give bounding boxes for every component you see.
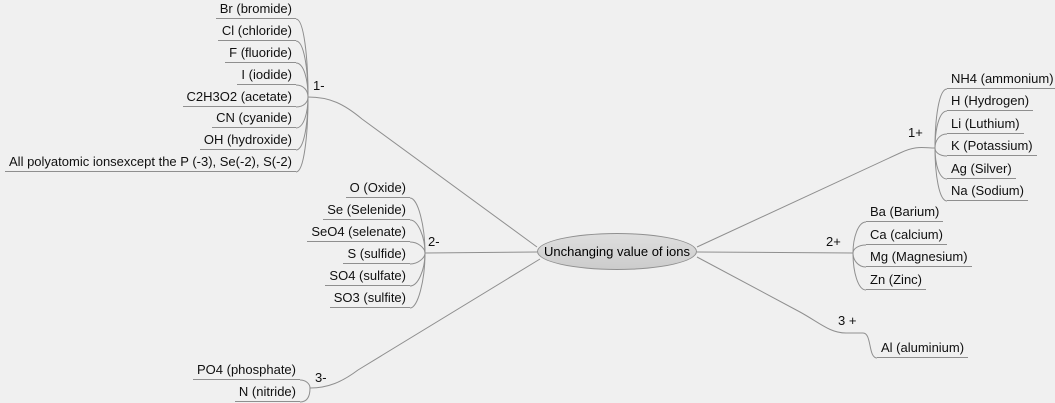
node-leaf[interactable]: O (Oxide) xyxy=(345,179,410,198)
node-leaf[interactable]: I (iodide) xyxy=(237,66,296,85)
node-leaf[interactable]: NH4 (ammonium) xyxy=(947,70,1055,89)
bracket-3-minus xyxy=(299,379,311,403)
node-leaf[interactable]: S (sulfide) xyxy=(343,245,410,264)
node-leaf[interactable]: CN (cyanide) xyxy=(212,109,296,128)
branch-label-3-minus[interactable]: 3- xyxy=(315,370,327,385)
node-leaf[interactable]: N (nitride) xyxy=(234,383,300,402)
root-branch-edges xyxy=(307,96,936,389)
edge-root-to-3-plus xyxy=(696,256,863,334)
node-leaf[interactable]: Cl (chloride) xyxy=(217,22,296,41)
edge-root-to-1-minus xyxy=(307,96,538,248)
node-leaf[interactable]: Mg (Magnesium) xyxy=(866,248,972,267)
bracket-2-plus xyxy=(852,221,867,291)
node-leaf[interactable]: Se (Selenide) xyxy=(323,201,410,220)
node-leaf[interactable]: K (Potassium) xyxy=(947,137,1037,156)
node-leaf[interactable]: All polyatomic ionsexcept the P (-3), Se… xyxy=(5,153,296,172)
bracket-2-minus xyxy=(409,197,426,309)
node-leaf[interactable]: Li (Luthium) xyxy=(947,115,1024,134)
node-leaf[interactable]: SO4 (sulfate) xyxy=(325,267,410,286)
node-leaf[interactable]: SeO4 (selenate) xyxy=(307,223,410,242)
node-leaf[interactable]: Ba (Barium) xyxy=(866,203,944,222)
bracket-1-plus xyxy=(934,88,948,202)
node-leaf[interactable]: Na (Sodium) xyxy=(947,182,1028,201)
edge-root-to-2-plus xyxy=(696,251,854,254)
node-leaf[interactable]: Al (aluminium) xyxy=(877,339,969,358)
node-leaf[interactable]: Ag (Silver) xyxy=(947,160,1016,179)
root-node[interactable]: Unchanging value of ions xyxy=(537,233,697,270)
node-leaf[interactable]: Br (bromide) xyxy=(215,0,296,19)
node-leaf[interactable]: F (fluoride) xyxy=(225,44,296,63)
branch-label-2-minus[interactable]: 2- xyxy=(428,234,440,249)
node-leaf[interactable]: C2H3O2 (acetate) xyxy=(182,88,296,107)
branch-label-3-plus[interactable]: 3 + xyxy=(838,313,857,328)
node-leaf[interactable]: Ca (calcium) xyxy=(866,226,947,245)
branch-label-1-minus[interactable]: 1- xyxy=(313,78,325,93)
edge-root-to-1-plus xyxy=(696,146,936,248)
node-leaf[interactable]: Zn (Zinc) xyxy=(866,271,926,290)
node-leaf[interactable]: PO4 (phosphate) xyxy=(192,361,300,380)
node-leaf[interactable]: H (Hydrogen) xyxy=(947,92,1034,111)
bracket-1-minus xyxy=(295,18,309,173)
edge-root-to-2-minus xyxy=(424,251,538,254)
edge-root-to-3-minus xyxy=(309,258,541,389)
branch-label-2-plus[interactable]: 2+ xyxy=(826,234,841,249)
branch-label-1-plus[interactable]: 1+ xyxy=(908,125,923,140)
node-leaf[interactable]: SO3 (sulfite) xyxy=(329,289,410,308)
node-leaf[interactable]: OH (hydroxide) xyxy=(199,131,296,150)
bracket-3-plus xyxy=(862,332,878,359)
